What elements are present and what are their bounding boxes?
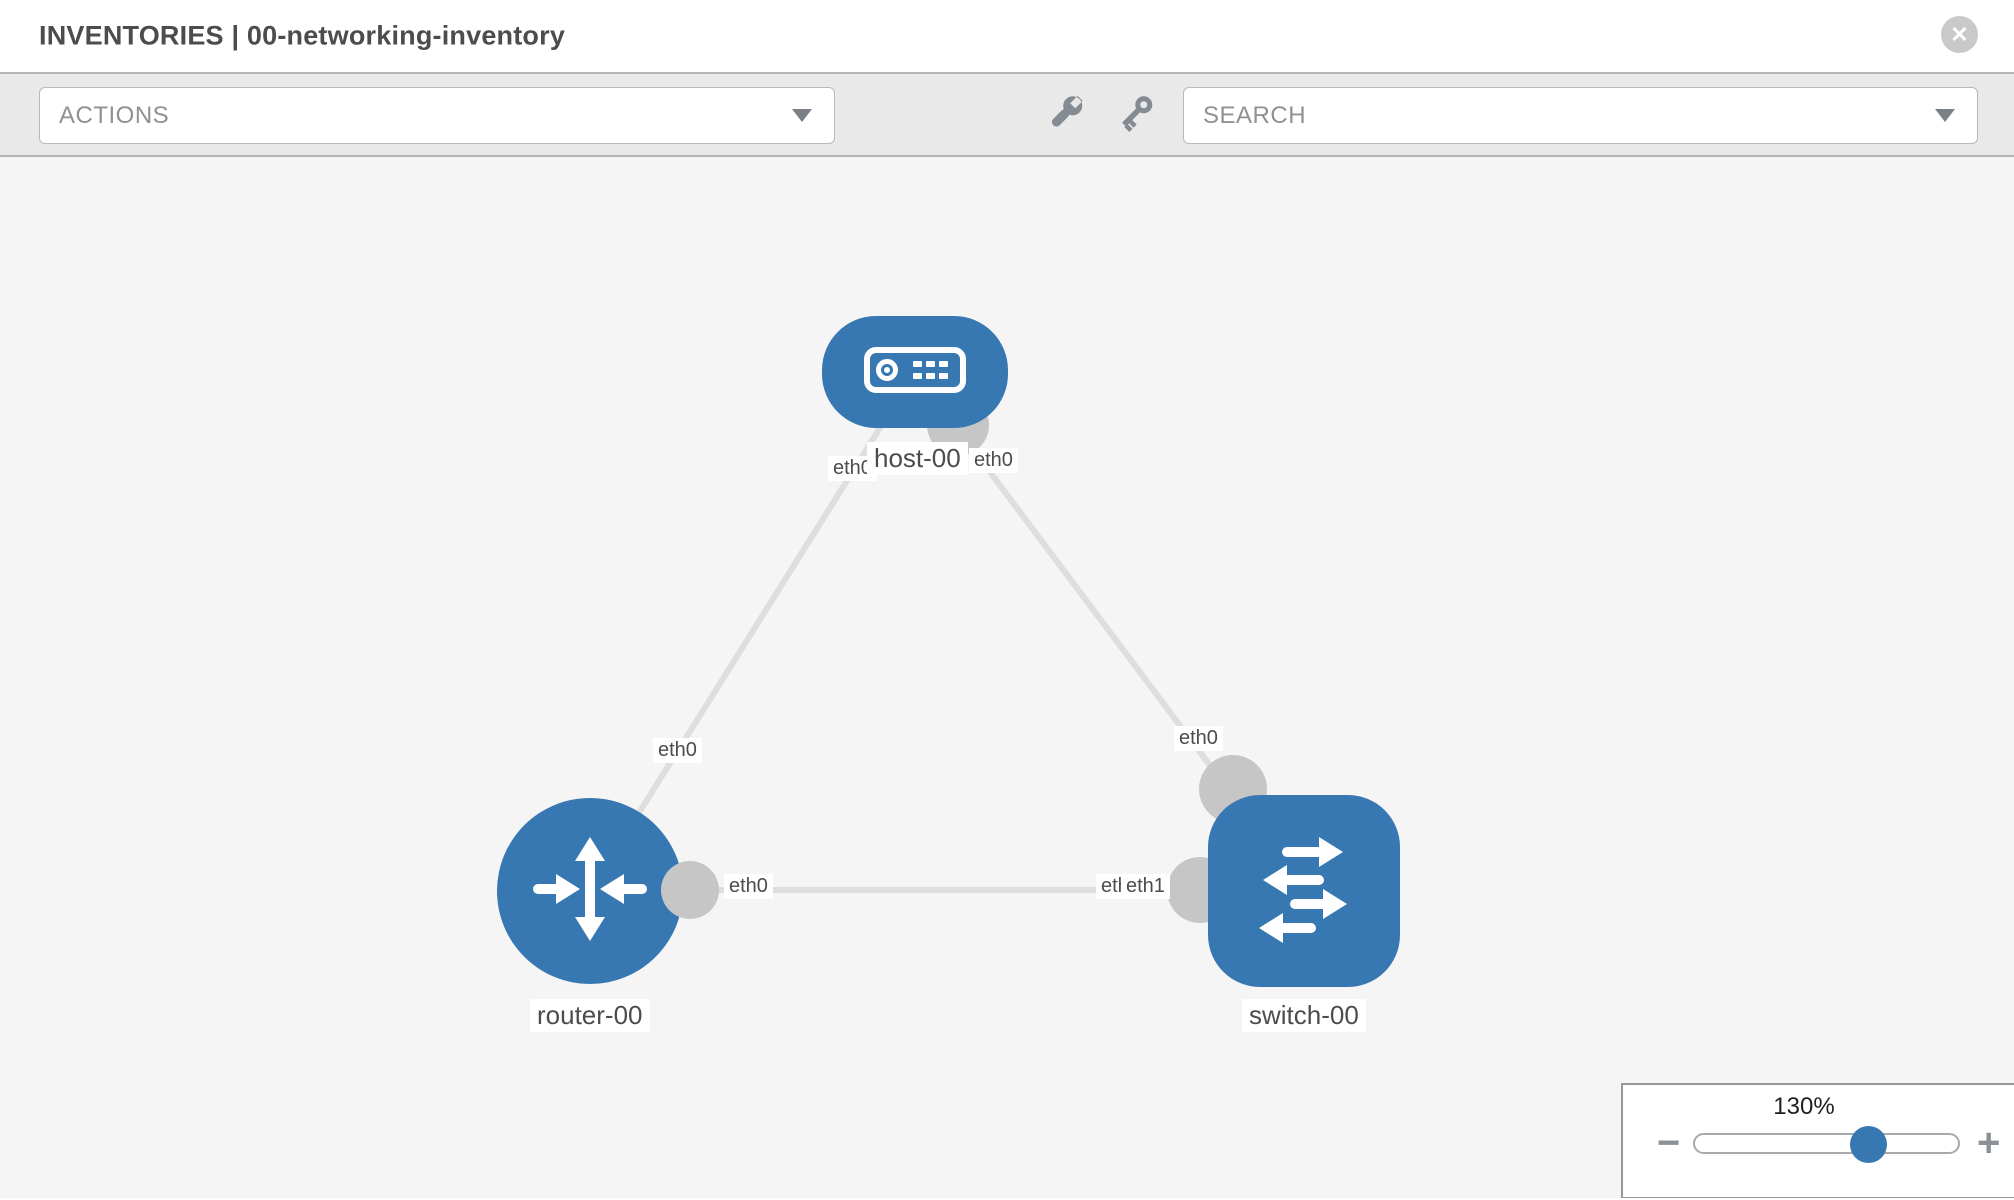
iface-label-host-switch-hostend: eth0 [969, 448, 1018, 473]
actions-dropdown[interactable]: ACTIONS [39, 87, 835, 144]
actions-label: ACTIONS [59, 101, 170, 129]
toolbar: ACTIONS [0, 72, 2014, 157]
chevron-down-icon [792, 109, 812, 122]
node-label-host: host-00 [867, 442, 968, 475]
node-switch[interactable] [1208, 795, 1400, 987]
key-icon[interactable] [1116, 92, 1156, 137]
topology-canvas[interactable]: eth0 eth0 eth0 eth0 eth0 eth0 eth1 host-… [0, 157, 2014, 1198]
node-router[interactable] [497, 798, 683, 984]
iface-label-router-switch-routerend: eth0 [724, 874, 773, 899]
zoom-in-button[interactable]: + [1977, 1123, 2000, 1163]
wrench-icon[interactable] [1046, 92, 1086, 137]
node-label-switch: switch-00 [1242, 999, 1366, 1032]
zoom-slider-thumb[interactable] [1850, 1126, 1887, 1163]
search-input[interactable] [1184, 101, 1935, 130]
close-button[interactable]: ✕ [1941, 16, 1978, 53]
host-icon [863, 346, 967, 399]
iface-label-host-switch-switchend: eth0 [1174, 726, 1223, 751]
router-icon [525, 824, 655, 959]
search-box[interactable] [1183, 87, 1978, 144]
iface-label-router-switch-switchend: eth1 [1121, 874, 1170, 899]
minus-icon: − [1657, 1121, 1681, 1165]
plus-icon: + [1977, 1121, 2001, 1165]
node-label-router: router-00 [530, 999, 650, 1032]
close-icon: ✕ [1950, 21, 1969, 47]
zoom-value: 130% [1773, 1093, 1835, 1120]
zoom-slider-track[interactable] [1693, 1126, 1960, 1163]
switch-icon [1239, 824, 1369, 959]
search-chevron-down-icon [1935, 109, 1955, 122]
zoom-panel: 130% − + [1621, 1083, 2014, 1198]
header: INVENTORIES | 00-networking-inventory ✕ [0, 0, 2014, 72]
page-title: INVENTORIES | 00-networking-inventory [39, 20, 566, 51]
iface-label-host-router-routerend: eth0 [653, 738, 702, 763]
node-host[interactable] [822, 316, 1008, 428]
zoom-out-button[interactable]: − [1657, 1123, 1680, 1163]
